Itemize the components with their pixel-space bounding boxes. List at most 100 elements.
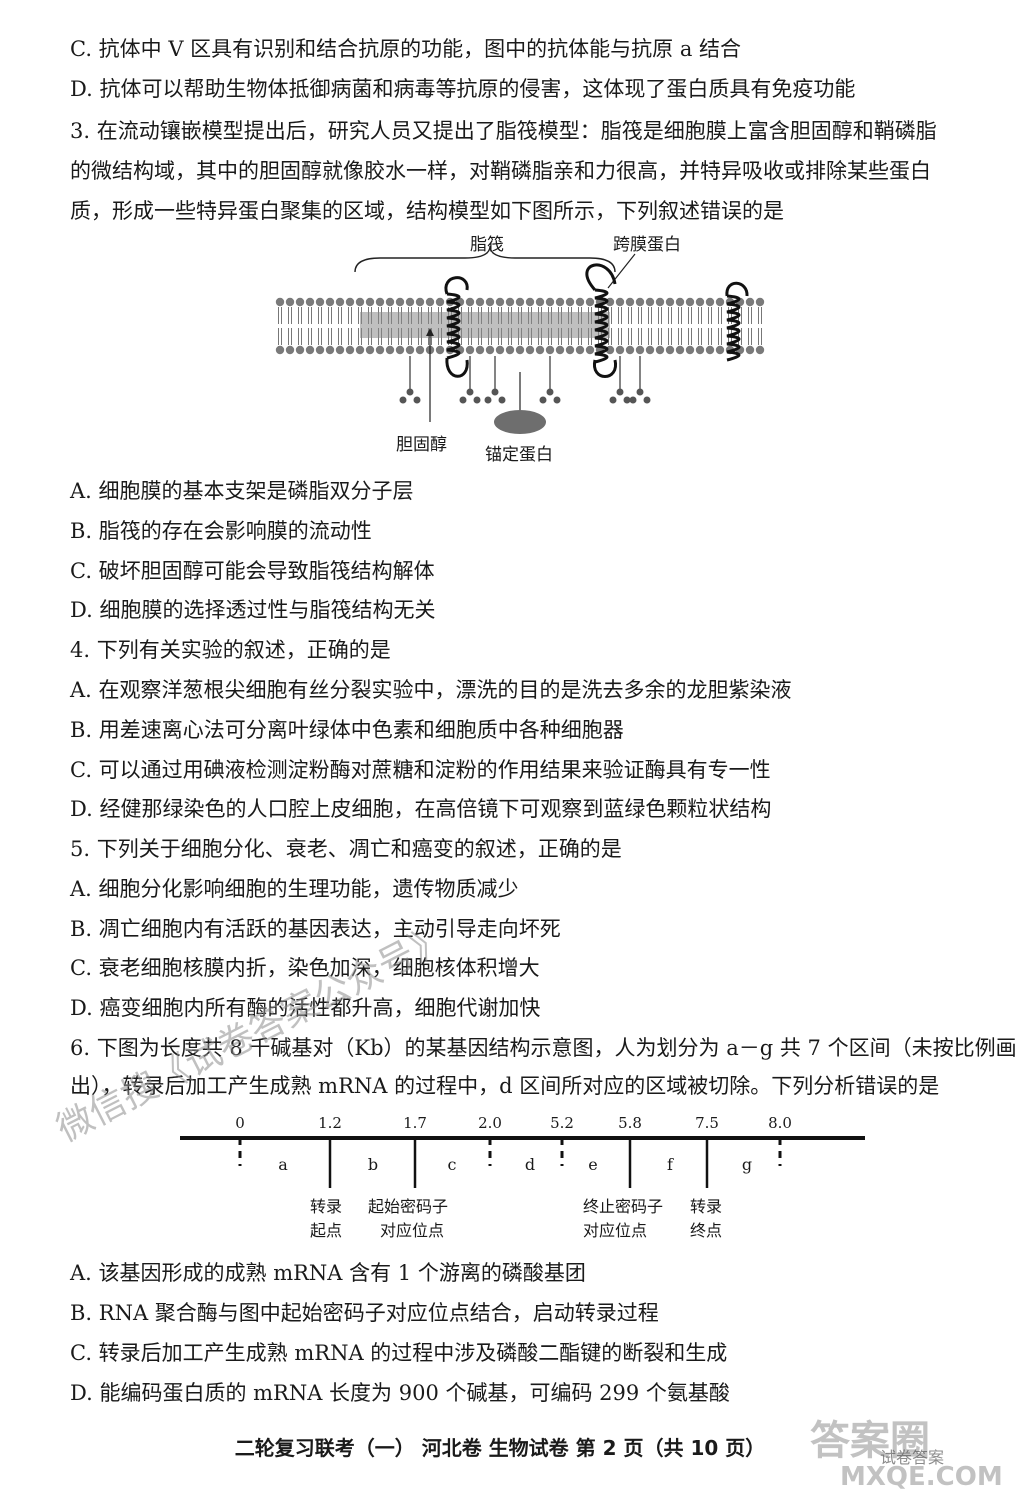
phospholipid-head	[315, 297, 325, 307]
phospholipid-head	[585, 297, 595, 307]
phospholipid-head	[325, 297, 335, 307]
phospholipid-head	[545, 345, 555, 355]
phospholipid-head	[695, 345, 705, 355]
q6-option-a: A. 该基因形成的成熟 mRNA 含有 1 个游离的磷酸基团	[70, 1261, 586, 1285]
phospholipid-head	[325, 345, 335, 355]
q4-option-d: D. 经健那绿染色的人口腔上皮细胞，在高倍镜下可观察到蓝绿色颗粒状结构	[70, 797, 772, 821]
phospholipid-head	[525, 345, 535, 355]
phospholipid-head	[295, 345, 305, 355]
glycan-sugar	[539, 396, 547, 404]
phospholipid-head	[535, 297, 545, 307]
glycan-sugar	[399, 396, 407, 404]
helix-loop	[585, 263, 617, 291]
phospholipid-head	[435, 345, 445, 355]
page-footer: 二轮复习联考（一） 河北卷 生物试卷 第 2 页（共 10 页）	[234, 1436, 766, 1460]
glycan-sugar	[643, 396, 651, 404]
stop-codon-label-1: 终止密码子	[583, 1197, 663, 1216]
glycan-sugar	[466, 388, 474, 396]
phospholipid-head	[695, 297, 705, 307]
phospholipid-head	[485, 297, 495, 307]
glycan-sugar	[491, 388, 499, 396]
phospholipid-head	[365, 345, 375, 355]
raft-label: 脂筏	[470, 235, 504, 255]
glycan-sugar	[616, 388, 624, 396]
q3-stem-line-3: 质，形成一些特异蛋白聚集的区域，结构模型如下图所示，下列叙述错误的是	[70, 199, 784, 223]
q4-option-a: A. 在观察洋葱根尖细胞有丝分裂实验中，漂洗的目的是洗去多余的龙胆紫染液	[70, 678, 792, 702]
phospholipid-head	[395, 297, 405, 307]
gene-tick-label: 5.8	[618, 1114, 642, 1132]
phospholipid-head	[715, 345, 725, 355]
phospholipid-head	[745, 297, 755, 307]
phospholipid-head	[515, 297, 525, 307]
tx-start-label-2: 起点	[310, 1221, 342, 1240]
q6-option-b: B. RNA 聚合酶与图中起始密码子对应位点结合，启动转录过程	[70, 1301, 659, 1325]
glycan-sugar	[553, 396, 561, 404]
helix-loop	[444, 276, 469, 295]
phospholipid-head	[435, 297, 445, 307]
phospholipid-head	[485, 345, 495, 355]
gene-tick-label: 0	[235, 1114, 245, 1132]
phospholipid-head	[555, 345, 565, 355]
phospholipid-head	[575, 345, 585, 355]
lipid-raft-diagram: 脂筏 跨膜蛋白 胆固醇 锚定蛋白	[275, 235, 765, 465]
phospholipid-head	[625, 345, 635, 355]
q2-option-d: D. 抗体可以帮助生物体抵御病菌和病毒等抗原的侵害，这体现了蛋白质具有免疫功能	[70, 77, 856, 101]
q6-option-c: C. 转录后加工产生成熟 mRNA 的过程中涉及磷酸二酯键的断裂和生成	[70, 1341, 728, 1365]
phospholipid-head	[365, 297, 375, 307]
phospholipid-head	[615, 345, 625, 355]
phospholipid-head	[495, 297, 505, 307]
glycan-sugar	[484, 396, 492, 404]
phospholipid-head	[425, 297, 435, 307]
phospholipid-head	[665, 297, 675, 307]
phospholipid-head	[755, 297, 765, 307]
gene-segment-label: a	[278, 1155, 288, 1174]
site-url-watermark: MXQE.COM	[840, 1462, 1003, 1492]
q4-stem: 4. 下列有关实验的叙述，正确的是	[70, 638, 391, 662]
glycan-chains	[399, 356, 651, 404]
phospholipid-head	[355, 345, 365, 355]
phospholipid-head	[635, 345, 645, 355]
glycan-sugar	[473, 396, 481, 404]
phospholipid-head	[305, 297, 315, 307]
phospholipid-head	[535, 345, 545, 355]
phospholipid-head	[585, 345, 595, 355]
q5-option-d: D. 癌变细胞内所有酶的活性都升高，细胞代谢加快	[70, 996, 541, 1020]
gene-segment-label: d	[525, 1155, 535, 1174]
tx-end-label-1: 转录	[690, 1197, 722, 1216]
phospholipid-head	[505, 297, 515, 307]
phospholipid-head	[495, 345, 505, 355]
phospholipid-head	[275, 345, 285, 355]
phospholipid-head	[345, 297, 355, 307]
anchor-protein-shape	[494, 410, 546, 434]
q5-option-c: C. 衰老细胞核膜内折，染色加深，细胞核体积增大	[70, 956, 540, 980]
phospholipid-head	[285, 297, 295, 307]
phospholipid-head	[295, 297, 305, 307]
phospholipid-head	[385, 297, 395, 307]
phospholipid-head	[745, 345, 755, 355]
phospholipid-head	[305, 345, 315, 355]
phospholipid-head	[475, 345, 485, 355]
gene-tick-label: 1.2	[318, 1114, 342, 1132]
phospholipid-head	[645, 345, 655, 355]
transmembrane-helix	[726, 294, 741, 362]
q3-stem-line-2: 的微结构域，其中的胆固醇就像胶水一样，对鞘磷脂亲和力很高，并特异吸收或排除某些蛋…	[70, 159, 931, 183]
cholesterol-arrowhead	[426, 328, 434, 336]
phospholipid-head	[345, 345, 355, 355]
phospholipid-head	[565, 345, 575, 355]
phospholipid-head	[415, 297, 425, 307]
glycan-sugar	[413, 396, 421, 404]
phospholipid-head	[405, 345, 415, 355]
q3-stem-line-1: 3. 在流动镶嵌模型提出后，研究人员又提出了脂筏模型：脂筏是细胞膜上富含胆固醇和…	[70, 119, 937, 143]
glycan-sugar	[459, 396, 467, 404]
gene-segment-label: e	[588, 1155, 597, 1174]
phospholipid-head	[385, 345, 395, 355]
anchor-protein-label: 锚定蛋白	[485, 445, 553, 465]
glycan-sugar	[636, 388, 644, 396]
q3-option-c: C. 破坏胆固醇可能会导致脂筏结构解体	[70, 559, 435, 583]
gene-segment-label: b	[368, 1155, 378, 1174]
transmembrane-helix	[446, 292, 461, 360]
phospholipid-head	[275, 297, 285, 307]
phospholipid-head	[685, 297, 695, 307]
